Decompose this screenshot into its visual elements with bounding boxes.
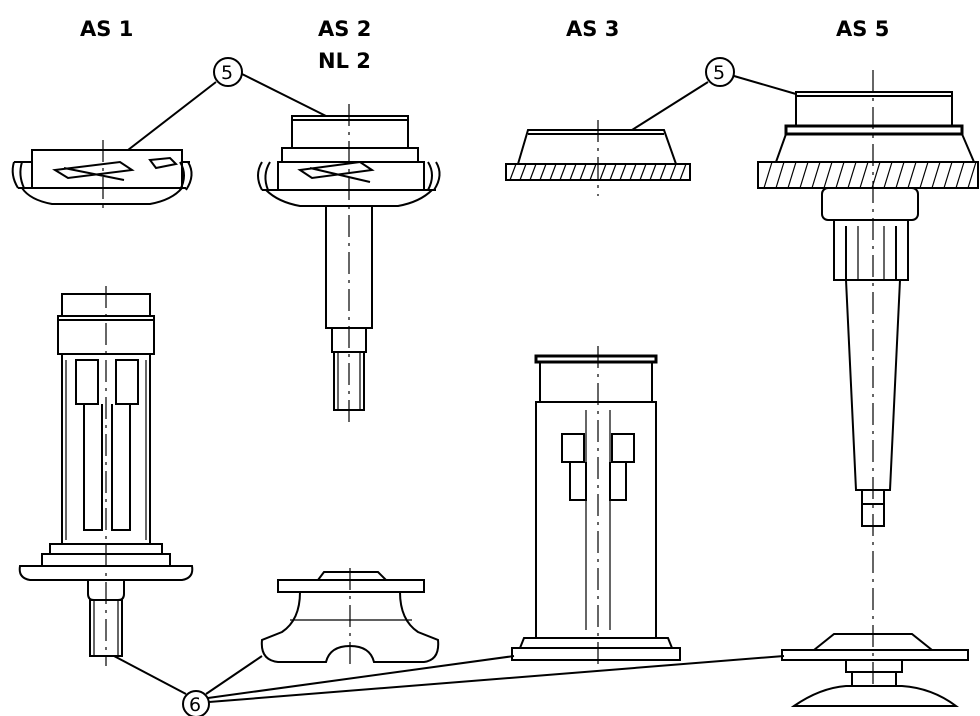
label-as5: AS 5 bbox=[836, 17, 889, 41]
as1-wheel bbox=[11, 140, 193, 210]
callout-5-left-number: 5 bbox=[221, 62, 233, 84]
label-as1: AS 1 bbox=[80, 17, 133, 41]
as5-foot bbox=[781, 633, 969, 707]
as2-wheel bbox=[257, 104, 441, 428]
as2-foot bbox=[260, 568, 440, 670]
label-nl2: NL 2 bbox=[318, 49, 371, 73]
callout-6: 6 bbox=[113, 655, 785, 716]
callout-5-left: 5 bbox=[127, 57, 327, 151]
callout-5-right: 5 bbox=[631, 57, 797, 131]
as1-body bbox=[18, 286, 194, 666]
label-as2: AS 2 bbox=[318, 17, 371, 41]
label-as3: AS 3 bbox=[566, 17, 619, 41]
callout-5-right-number: 5 bbox=[713, 62, 725, 84]
callout-6-number: 6 bbox=[189, 694, 201, 716]
as3-wheel bbox=[505, 120, 691, 196]
as3-body bbox=[511, 346, 681, 668]
as5-wheel bbox=[757, 70, 979, 690]
